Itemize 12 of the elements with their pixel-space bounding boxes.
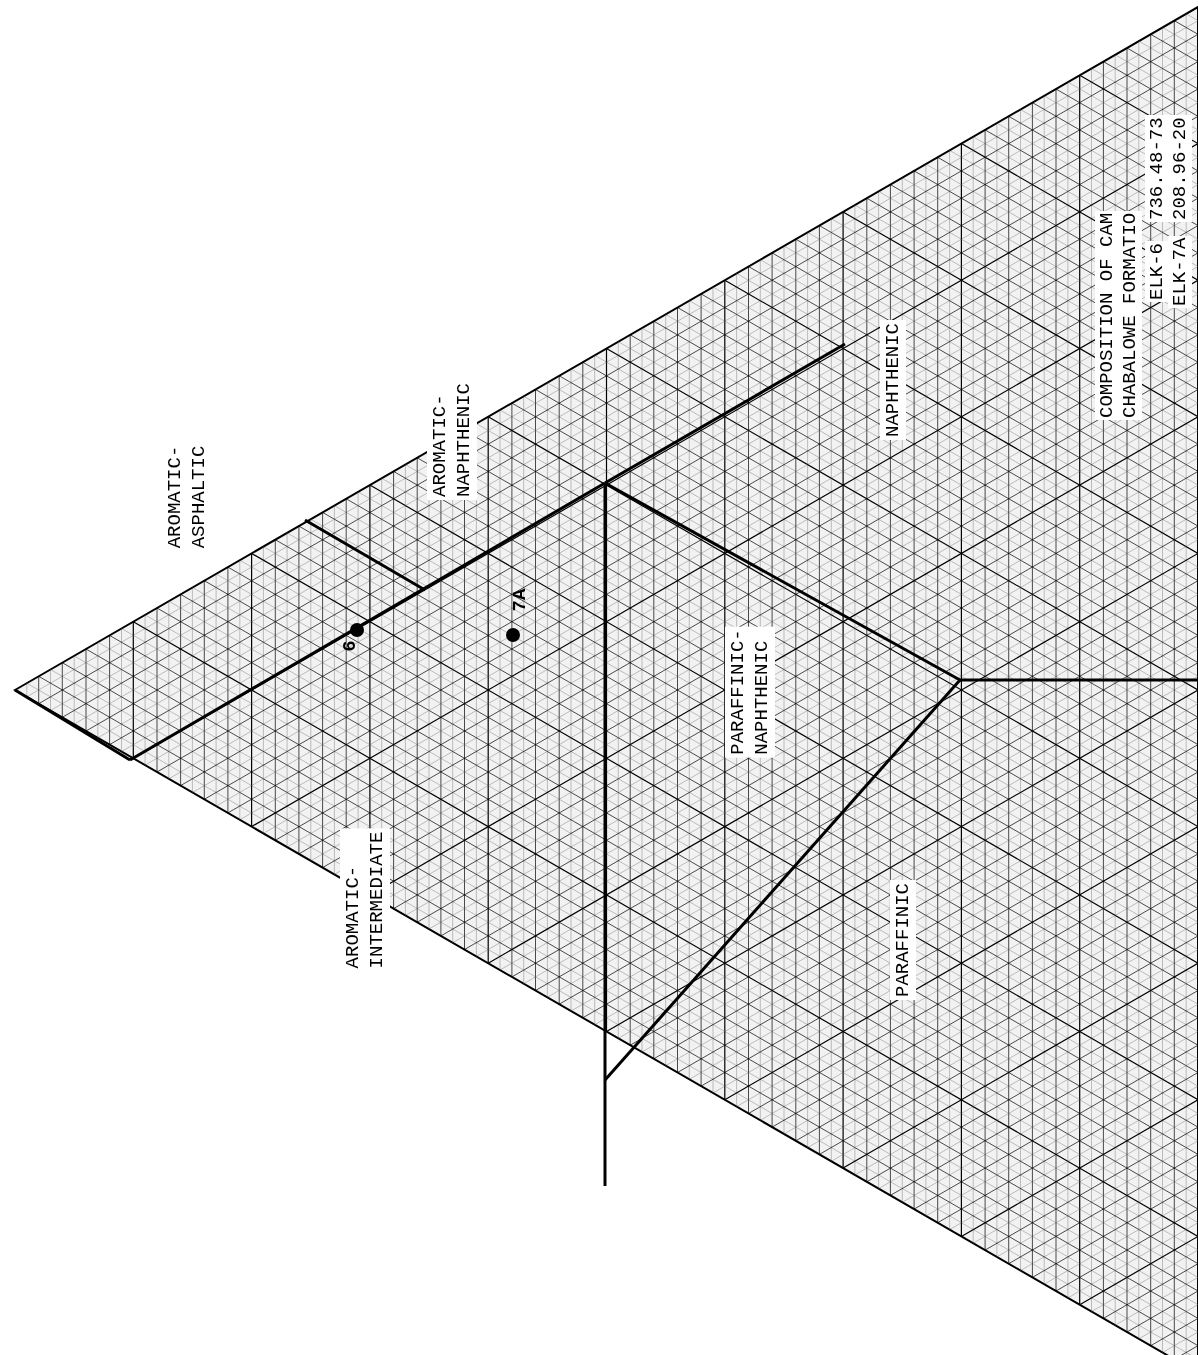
region-label: PARAFFINIC [890, 880, 916, 1000]
region-label: NAPHTHENIC [880, 320, 906, 440]
point-label: 7A [508, 588, 532, 612]
point-label: 6 [338, 640, 362, 652]
heading-text: ELK-6 [1145, 241, 1169, 302]
heading-text: 208.96-20 [1168, 115, 1192, 222]
heading-text: CHABALOWE FORMATIO [1118, 210, 1142, 420]
heading-text: ELK-7A [1168, 235, 1192, 308]
region-label: PARAFFINIC- NAPHTHENIC [725, 626, 775, 758]
region-label: AROMATIC- INTERMEDIATE [340, 828, 390, 972]
heading-text: COMPOSITION OF CAM [1095, 210, 1119, 420]
heading-text: 736.48-73 [1145, 115, 1169, 222]
